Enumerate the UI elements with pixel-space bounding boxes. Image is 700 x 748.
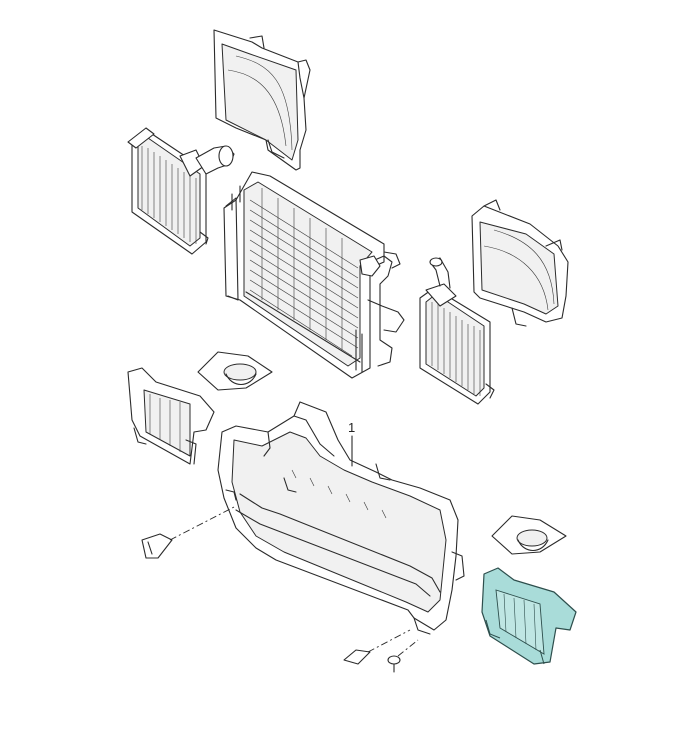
radiator-assembly xyxy=(223,171,405,379)
air-deflector-upper xyxy=(197,351,273,391)
air-guide-frame xyxy=(217,401,465,635)
air-duct-left xyxy=(127,367,215,465)
fan-shroud-upper xyxy=(213,29,311,171)
callout-1: 1 xyxy=(348,420,355,467)
air-deflector-right xyxy=(491,515,567,555)
intercooler-left xyxy=(127,127,235,255)
fan-shroud-right xyxy=(471,199,569,327)
retaining-clip-left xyxy=(141,505,237,559)
fastener-screw xyxy=(387,639,419,673)
intercooler-right xyxy=(419,257,495,405)
air-duct-right-highlighted xyxy=(481,567,577,665)
callout-label-1: 1 xyxy=(348,420,355,435)
fastener-clip xyxy=(343,629,411,665)
